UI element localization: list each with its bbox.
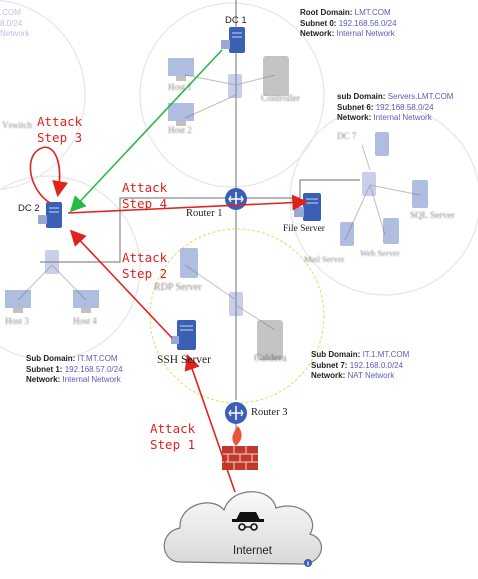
dc2-server-icon (38, 202, 62, 228)
zone-top-left (0, 0, 86, 191)
router1-label: Router 1 (186, 208, 223, 219)
attack-arrows (29, 49, 309, 493)
internet-label: Internet (233, 545, 272, 557)
zone-servers-domain (289, 104, 478, 296)
zone-it-domain (0, 175, 141, 361)
root-domain-info: Root Domain: LMT.COM Subnet 0: 192.168.5… (300, 8, 397, 38)
vswitch-label: Vswitch (2, 120, 32, 130)
sql-server-label: SQL Server (410, 211, 455, 221)
ssh-server-icon (171, 320, 196, 350)
server-tower-icon (180, 56, 428, 360)
faded-links (17, 74, 421, 331)
top-left-domain-info: .COM 8.0/24 Network (0, 8, 30, 38)
host2-label: Host 2 (168, 125, 192, 135)
ssh-server-label: SSH Server (157, 354, 211, 366)
attack-step-1-arrow (184, 353, 236, 493)
router3-icon (225, 402, 247, 424)
dc2-label: DC 2 (18, 203, 40, 214)
info-icon (304, 559, 312, 567)
attack-step-2-label: Attack Step 2 (122, 250, 168, 281)
dc1-server-icon (221, 27, 245, 53)
host3-label: Host 3 (5, 316, 29, 326)
host4-label: Host 4 (73, 316, 97, 326)
monitor-icon (5, 58, 194, 313)
zone-root-domain (139, 2, 325, 188)
web-server-label: Web Server (360, 248, 400, 258)
mail-server-label: Mail Server (304, 254, 345, 264)
attack-step-4-arrow (67, 194, 309, 214)
dc7-label: DC 7 (337, 131, 357, 141)
host1-label: Host 1 (168, 82, 192, 92)
dc1-label: DC 1 (225, 15, 247, 26)
caldera-label: Caldera (254, 353, 287, 364)
internet-cloud-icon (163, 491, 322, 565)
attack-step-4-label: Attack Step 4 (122, 180, 168, 211)
servers-domain-info: sub Domain: Servers.LMT.COM Subnet 6: 19… (337, 92, 454, 122)
rdp-server-label: RDP Server (154, 282, 202, 293)
firewall-icon (222, 426, 258, 470)
it1-domain-info: Sub Domain: IT.1.MT.COM Subnet 7: 192.16… (311, 350, 410, 380)
it-domain-info: Sub Domain: IT.MT.COM Subnet 1: 192.168.… (26, 354, 123, 384)
attack-step-2-arrow (69, 229, 173, 339)
controller-label: Controller (261, 94, 301, 104)
attack-step-1-label: Attack Step 1 (150, 421, 196, 452)
router1-icon (225, 188, 247, 210)
attack-step-3-arrow (29, 146, 68, 204)
hacker-icon (232, 512, 264, 531)
attack-step-3-label: Attack Step 3 (37, 114, 83, 145)
lateral-movement-arrow (69, 49, 223, 213)
router3-label: Router 3 (251, 407, 288, 418)
file-server-label: File Server (283, 224, 325, 234)
file-server-icon (294, 193, 321, 221)
switch-icon (45, 74, 376, 316)
